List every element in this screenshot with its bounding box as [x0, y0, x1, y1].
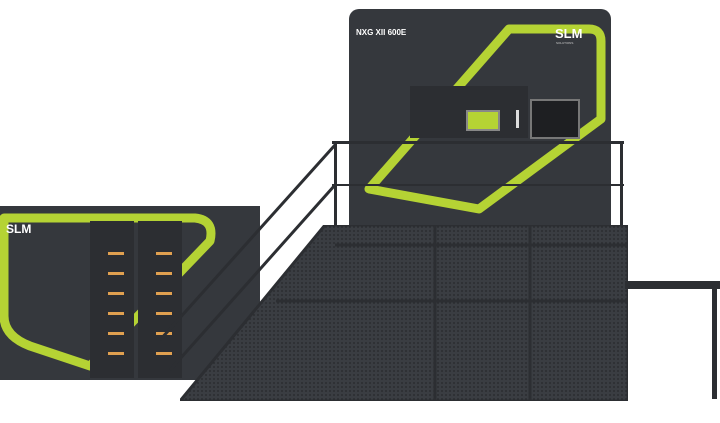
storage-light: [108, 252, 124, 255]
railing-mid: [332, 184, 624, 186]
stair-handrail: [160, 143, 337, 371]
left-brand-logo: SLM: [6, 222, 32, 236]
chamber-window: [466, 110, 500, 131]
storage-door-2: [138, 221, 182, 378]
chamber-handle: [516, 110, 519, 128]
railing-post: [334, 141, 337, 225]
platform-railing: [332, 141, 624, 144]
storage-door-1: [90, 221, 134, 378]
conveyor-leg: [712, 289, 717, 399]
model-label: NXG XII 600E: [356, 28, 407, 37]
staircase-base: [180, 225, 628, 401]
control-monitor: [530, 99, 580, 139]
railing-post: [620, 141, 623, 225]
top-accent-stripe: [364, 24, 606, 214]
conveyor-arm: [625, 281, 720, 289]
top-brand-sublabel: SOLUTIONS: [556, 41, 574, 45]
top-brand-logo: SLM: [555, 26, 583, 41]
